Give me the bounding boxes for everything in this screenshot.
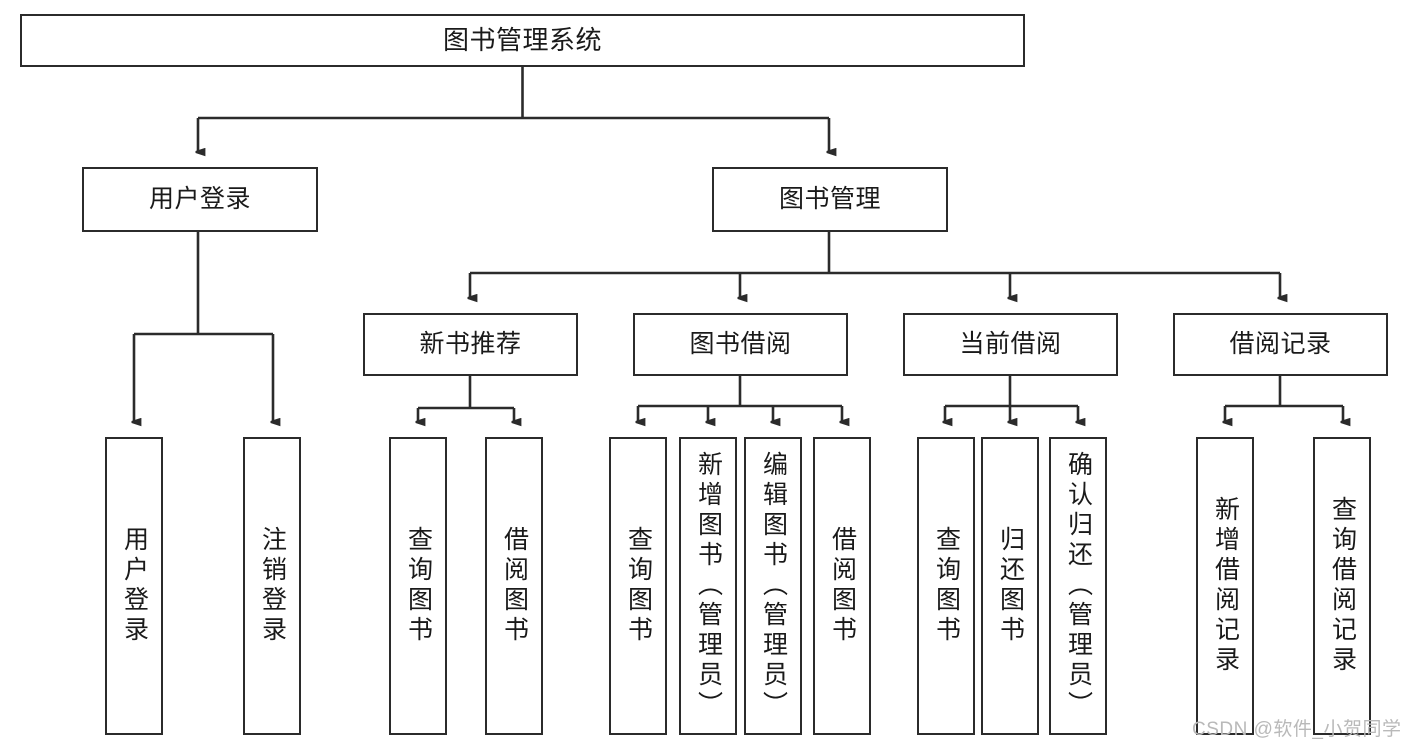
node-leaf-query-book-2[interactable]: 查询图书 bbox=[609, 437, 667, 735]
node-root-system[interactable]: 图书管理系统 bbox=[20, 14, 1025, 67]
node-label: 注销登录 bbox=[258, 526, 287, 646]
node-leaf-query-record[interactable]: 查询借阅记录 bbox=[1313, 437, 1371, 735]
watermark-text: CSDN @软件_小贺同学 bbox=[1192, 719, 1402, 740]
node-leaf-borrow-book-2[interactable]: 借阅图书 bbox=[813, 437, 871, 735]
node-leaf-add-book[interactable]: 新增图书（管理员） bbox=[679, 437, 737, 735]
node-label: 确认归还（管理员） bbox=[1064, 451, 1093, 721]
node-leaf-add-record[interactable]: 新增借阅记录 bbox=[1196, 437, 1254, 735]
node-label: 查询图书 bbox=[932, 526, 961, 646]
node-leaf-user-login[interactable]: 用户登录 bbox=[105, 437, 163, 735]
node-book-management[interactable]: 图书管理 bbox=[712, 167, 948, 232]
node-label: 查询图书 bbox=[404, 526, 433, 646]
node-label: 新增借阅记录 bbox=[1211, 496, 1240, 676]
node-leaf-return-book[interactable]: 归还图书 bbox=[981, 437, 1039, 735]
node-leaf-query-book-1[interactable]: 查询图书 bbox=[389, 437, 447, 735]
node-leaf-confirm-return[interactable]: 确认归还（管理员） bbox=[1049, 437, 1107, 735]
node-label: 归还图书 bbox=[996, 526, 1025, 646]
node-label: 借阅记录 bbox=[1229, 330, 1332, 358]
node-label: 查询借阅记录 bbox=[1328, 496, 1357, 676]
node-label: 编辑图书（管理员） bbox=[759, 451, 788, 721]
node-label: 用户登录 bbox=[120, 526, 149, 646]
node-label: 新书推荐 bbox=[419, 330, 522, 358]
node-leaf-user-logout[interactable]: 注销登录 bbox=[243, 437, 301, 735]
node-label: 图书管理系统 bbox=[442, 25, 602, 56]
node-label: 当前借阅 bbox=[959, 330, 1062, 358]
node-leaf-edit-book[interactable]: 编辑图书（管理员） bbox=[744, 437, 802, 735]
node-label: 借阅图书 bbox=[500, 526, 529, 646]
node-label: 图书管理 bbox=[778, 185, 881, 213]
node-label: 借阅图书 bbox=[828, 526, 857, 646]
node-user-login[interactable]: 用户登录 bbox=[82, 167, 318, 232]
node-book-borrow[interactable]: 图书借阅 bbox=[633, 313, 848, 376]
node-label: 图书借阅 bbox=[689, 330, 792, 358]
node-leaf-borrow-book-1[interactable]: 借阅图书 bbox=[485, 437, 543, 735]
node-label: 新增图书（管理员） bbox=[694, 451, 723, 721]
node-borrow-record[interactable]: 借阅记录 bbox=[1173, 313, 1388, 376]
node-current-borrow[interactable]: 当前借阅 bbox=[903, 313, 1118, 376]
node-leaf-query-book-3[interactable]: 查询图书 bbox=[917, 437, 975, 735]
node-label: 用户登录 bbox=[148, 185, 251, 213]
node-label: 查询图书 bbox=[624, 526, 653, 646]
node-new-book-recommend[interactable]: 新书推荐 bbox=[363, 313, 578, 376]
